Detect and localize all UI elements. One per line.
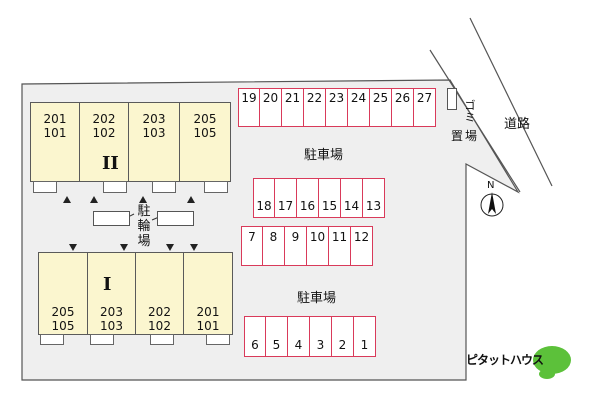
unit-number-lower: 101 — [43, 126, 67, 140]
parking-space: 15 — [319, 178, 341, 218]
unit-i-3: 202 102 — [135, 252, 184, 335]
parking-space: 4 — [288, 316, 310, 357]
unit-i-4: 201 101 — [183, 252, 233, 335]
entrance-marker-icon — [190, 244, 198, 251]
garbage-bin — [447, 88, 457, 110]
parking-space: 10 — [307, 226, 329, 266]
parking-label-bottom: 駐車場 — [297, 291, 337, 306]
parking-space: 23 — [326, 88, 348, 127]
parking-space: 25 — [370, 88, 392, 127]
road-edge-left — [429, 49, 521, 193]
parking-space: 16 — [297, 178, 319, 218]
unit-number-lower: 101 — [196, 319, 220, 333]
bicycle-label-char: 輪 — [137, 219, 151, 234]
parking-space: 6 — [244, 316, 266, 357]
parking-space: 5 — [266, 316, 288, 357]
road-edge-right — [469, 17, 553, 187]
unit-number-lower: 105 — [193, 126, 217, 140]
unit-ii-3: 203 103 — [128, 102, 180, 182]
bicycle-label-char: 場 — [137, 234, 151, 249]
building-i-label: I — [103, 274, 112, 295]
entrance-marker-icon — [139, 196, 147, 203]
brand-name: ピタットハウス — [466, 353, 544, 367]
unit-number-upper: 203 — [100, 305, 123, 319]
unit-ii-4: 205 105 — [179, 102, 231, 182]
parking-space: 21 — [282, 88, 304, 127]
parking-row-bottom: 6 5 4 3 2 1 — [244, 316, 376, 357]
unit-number-upper: 201 — [196, 305, 220, 319]
entrance-step — [40, 334, 64, 345]
garbage-label-char: ミ — [464, 111, 476, 124]
parking-space: 20 — [260, 88, 282, 127]
entrance-marker-icon — [166, 244, 174, 251]
unit-i-2: 203 103 — [87, 252, 136, 335]
entrance-step — [33, 181, 57, 193]
building-ii-label: II — [102, 153, 119, 174]
north-label: N — [487, 180, 495, 191]
garbage-label-char: 置 — [451, 129, 464, 143]
parking-space: 7 — [241, 226, 263, 266]
parking-space: 18 — [253, 178, 275, 218]
parking-space: 9 — [285, 226, 307, 266]
parking-row-top: 19 20 21 22 23 24 25 26 27 — [238, 88, 436, 127]
parking-space: 11 — [329, 226, 351, 266]
brand-logo-icon — [533, 346, 571, 379]
unit-i-1: 205 105 — [38, 252, 88, 335]
unit-number-upper: 202 — [148, 305, 171, 319]
bicycle-rack — [157, 211, 194, 226]
parking-space: 12 — [351, 226, 373, 266]
parking-space: 8 — [263, 226, 285, 266]
unit-number-lower: 102 — [148, 319, 171, 333]
unit-number-upper: 203 — [142, 112, 166, 126]
unit-number-lower: 103 — [142, 126, 166, 140]
parking-space: 19 — [238, 88, 260, 127]
entrance-marker-icon — [69, 244, 77, 251]
entrance-step — [150, 334, 174, 345]
bicycle-rack — [93, 211, 130, 226]
unit-number-lower: 102 — [92, 126, 116, 140]
entrance-step — [206, 334, 230, 345]
parking-row-middle: 18 17 16 15 14 13 — [253, 178, 385, 218]
unit-number-lower: 103 — [100, 319, 123, 333]
unit-number-upper: 205 — [193, 112, 217, 126]
unit-ii-1: 201 101 — [30, 102, 80, 182]
parking-space: 2 — [332, 316, 354, 357]
entrance-step — [90, 334, 114, 345]
unit-ii-2: 202 102 — [79, 102, 129, 182]
entrance-step — [204, 181, 228, 193]
parking-space: 22 — [304, 88, 326, 127]
entrance-step — [103, 181, 127, 193]
parking-label-top: 駐車場 — [304, 148, 344, 163]
parking-space: 24 — [348, 88, 370, 127]
entrance-marker-icon — [187, 196, 195, 203]
parking-space: 26 — [392, 88, 414, 127]
entrance-marker-icon — [120, 244, 128, 251]
garbage-label-char: 場 — [465, 129, 478, 143]
parking-row-lower: 7 8 9 10 11 12 — [241, 226, 373, 266]
parking-space: 17 — [275, 178, 297, 218]
parking-space: 14 — [341, 178, 363, 218]
entrance-marker-icon — [90, 196, 98, 203]
bicycle-label-char: 駐 — [137, 204, 151, 219]
parking-space: 13 — [363, 178, 385, 218]
unit-number-upper: 202 — [92, 112, 116, 126]
entrance-marker-icon — [63, 196, 71, 203]
garbage-label-char: ゴ — [464, 99, 476, 112]
unit-number-upper: 201 — [43, 112, 67, 126]
unit-number-lower: 105 — [51, 319, 75, 333]
entrance-step — [152, 181, 176, 193]
north-arrow-icon — [480, 192, 504, 217]
unit-number-upper: 205 — [51, 305, 75, 319]
parking-space: 1 — [354, 316, 376, 357]
parking-space: 27 — [414, 88, 436, 127]
parking-space: 3 — [310, 316, 332, 357]
road-label: 道路 — [504, 117, 531, 132]
